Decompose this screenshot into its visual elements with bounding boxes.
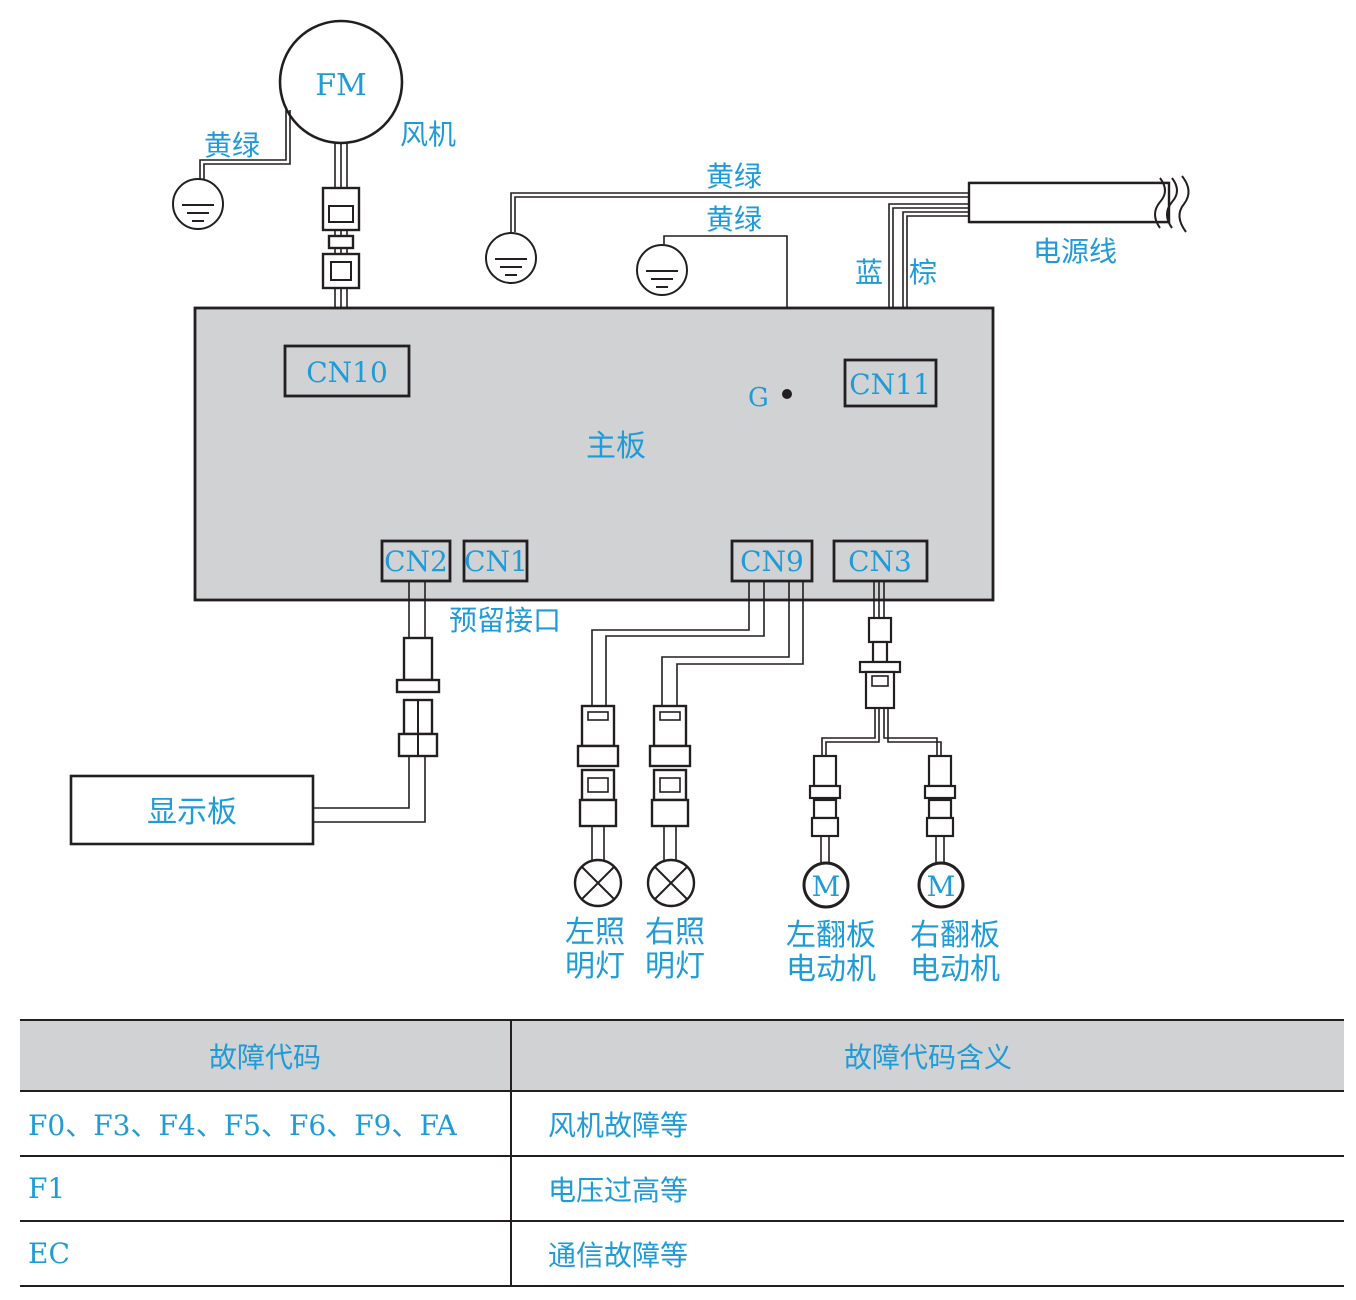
fault-code-cell: EC [20, 1221, 512, 1287]
power-cord: 电源线 [967, 175, 1190, 268]
right-motor-symbol: M [927, 870, 956, 903]
display-board-label: 显示板 [147, 795, 237, 830]
motor-wires [821, 581, 942, 756]
power-wires: 蓝 棕 [855, 203, 969, 320]
connector-cn10-label: CN10 [306, 356, 388, 389]
left-lamp-label-line2: 明灯 [565, 949, 625, 984]
table-header-row: 故障代码 故障代码含义 [20, 1019, 1344, 1092]
right-motor-connector [923, 754, 957, 862]
board-ground-wire-label: 黄绿 [706, 203, 762, 236]
left-lamp-label-line1: 左照 [565, 915, 625, 950]
fault-meaning-cell: 通信故障等 [511, 1221, 1344, 1287]
fan-motor: FM 风机 [278, 19, 456, 151]
power-ground-wire-label: 黄绿 [706, 160, 762, 193]
table-row: F1 电压过高等 [20, 1156, 1344, 1222]
table-row: F0、F3、F4、F5、F6、F9、FA 风机故障等 [20, 1091, 1344, 1157]
reserved-port-label: 预留接口 [449, 604, 561, 637]
right-lamp-label-line1: 右照 [645, 915, 705, 950]
motor-splitter-connector [858, 616, 902, 710]
fault-meaning-cell: 风机故障等 [511, 1091, 1344, 1157]
ground-point-label: G [748, 383, 769, 413]
left-lamp-icon [573, 858, 623, 908]
left-motor-label-line1: 左翻板 [786, 918, 876, 953]
connector-cn11-label: CN11 [849, 368, 931, 401]
power-cord-label: 电源线 [1033, 235, 1117, 268]
left-lamp-connector [576, 704, 620, 862]
board-ground-icon [636, 244, 688, 296]
display-plug-connector [395, 636, 441, 758]
fault-meaning-cell: 电压过高等 [511, 1156, 1344, 1222]
connector-cn10: CN10 [283, 344, 411, 398]
connector-cn3: CN3 [832, 539, 929, 583]
fan-symbol: FM [315, 68, 367, 103]
fan-plug-connector [321, 186, 361, 290]
fan-ground-wire-label: 黄绿 [204, 129, 260, 162]
connector-cn2-label: CN2 [384, 545, 448, 578]
right-lamp-label-line2: 明灯 [645, 949, 705, 984]
left-motor-icon: M [802, 861, 850, 909]
connector-cn1: CN1 [462, 539, 529, 583]
connector-cn3-label: CN3 [848, 545, 912, 578]
ground-point-dot [782, 389, 792, 399]
header-fault-code: 故障代码 [20, 1019, 512, 1092]
left-motor-label-line2: 电动机 [786, 952, 876, 987]
right-lamp-icon [646, 858, 696, 908]
fault-code-cell: F1 [20, 1156, 512, 1222]
wire-brown-label: 棕 [909, 256, 937, 289]
right-motor-label-line2: 电动机 [910, 952, 1000, 987]
header-fault-meaning: 故障代码含义 [511, 1019, 1344, 1092]
power-ground-wire: 黄绿 [510, 160, 969, 232]
connector-cn2: CN2 [380, 539, 452, 583]
left-motor-symbol: M [812, 870, 841, 903]
table-row: EC 通信故障等 [20, 1221, 1344, 1287]
fault-code-table: 故障代码 故障代码含义 F0、F3、F4、F5、F6、F9、FA 风机故障等 F… [20, 1019, 1344, 1287]
right-motor-label-line1: 右翻板 [910, 918, 1000, 953]
wiring-diagram: FM 风机 黄绿 黄绿 黄绿 电源线 [69, 19, 1190, 987]
fan-label: 风机 [400, 118, 456, 151]
lamp-wires [591, 581, 804, 706]
right-lamp-connector [648, 704, 692, 862]
power-ground-icon [485, 232, 537, 284]
fan-ground-wire: 黄绿 [199, 110, 291, 180]
display-wires [313, 581, 426, 823]
fan-ground-icon [172, 178, 224, 230]
main-board-label: 主板 [586, 429, 646, 464]
connector-cn1-label: CN1 [464, 545, 528, 578]
connector-cn9-label: CN9 [740, 545, 804, 578]
wire-blue-label: 蓝 [855, 256, 883, 289]
left-motor-connector [808, 754, 842, 862]
fault-code-cell: F0、F3、F4、F5、F6、F9、FA [20, 1091, 512, 1157]
connector-cn9: CN9 [730, 539, 814, 583]
display-board: 显示板 [69, 774, 315, 846]
right-motor-icon: M [917, 861, 965, 909]
connector-cn11: CN11 [843, 358, 938, 408]
